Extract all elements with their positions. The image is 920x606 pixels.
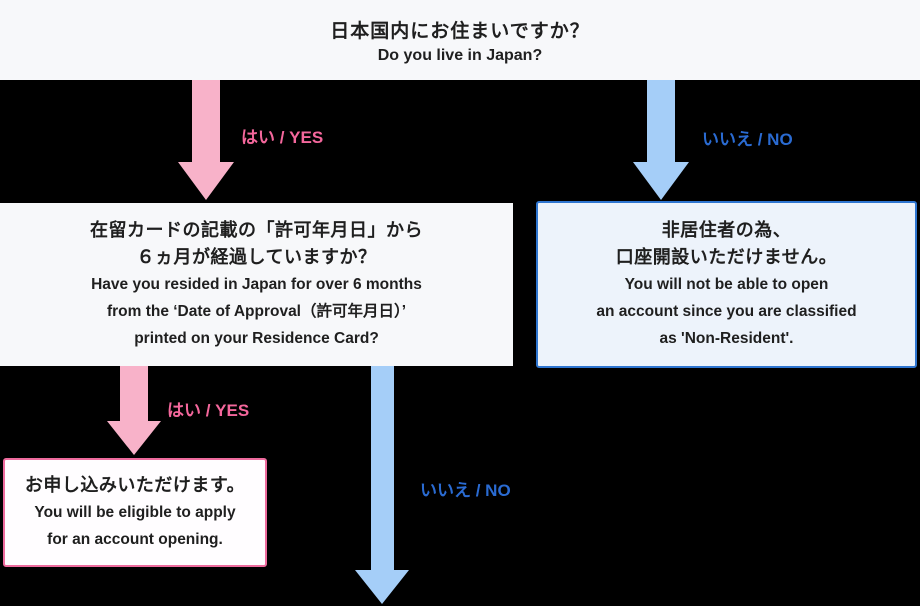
nonresident-en-line3: as 'Non-Resident'. — [659, 330, 794, 347]
residence-question-box: 在留カードの記載の「許可年月日」から ６ヵ月が経過していますか？ Have yo… — [0, 203, 513, 366]
nonresident-jp-line2: 口座開設いただけません。 — [615, 247, 838, 267]
nonresident-jp-line1: 非居住者の為、 — [661, 220, 792, 240]
no-arrow-bottom-icon — [355, 366, 409, 604]
question-en: Do you live in Japan? — [377, 46, 543, 64]
nonresident-en-line1: You will not be able to open — [624, 276, 829, 293]
no-label-top: いいえ / NO — [702, 130, 793, 149]
eligible-en-line1: You will be eligible to apply — [34, 504, 236, 521]
residence-en-line1: Have you resided in Japan for over 6 mon… — [91, 276, 422, 293]
eligible-result-box: お申し込みいただけます。 You will be eligible to app… — [3, 458, 267, 567]
arrow-shaft — [647, 80, 675, 162]
question-jp: 日本国内にお住まいですか？ — [330, 20, 590, 42]
eligible-en-line2: for an account opening. — [47, 531, 223, 548]
eligible-jp-line1: お申し込みいただけます。 — [24, 475, 246, 495]
arrow-head — [107, 421, 161, 455]
arrow-head — [355, 570, 409, 604]
yes-label-top: はい / YES — [241, 128, 324, 147]
arrow-shaft — [120, 366, 148, 421]
yes-label-bottom: はい / YES — [167, 401, 250, 420]
no-arrow-top-icon — [633, 80, 689, 200]
residence-jp-line2: ６ヵ月が経過していますか？ — [136, 247, 377, 267]
nonresident-result-box: 非居住者の為、 口座開設いただけません。 You will not be abl… — [536, 201, 917, 368]
residence-en-line2: from the ‘Date of Approval（許可年月日）’ — [106, 303, 407, 320]
yes-arrow-top-icon — [178, 80, 234, 200]
question-banner: 日本国内にお住まいですか？ Do you live in Japan? — [0, 0, 920, 80]
residence-jp-line1: 在留カードの記載の「許可年月日」から — [90, 220, 423, 240]
residence-en-line3: printed on your Residence Card? — [134, 330, 379, 347]
arrow-shaft — [192, 80, 220, 162]
arrow-shaft — [370, 366, 394, 570]
arrow-head — [178, 162, 234, 200]
yes-arrow-bottom-icon — [106, 366, 162, 455]
nonresident-en-line2: an account since you are classified — [596, 303, 857, 320]
arrow-head — [633, 162, 689, 200]
no-label-bottom: いいえ / NO — [420, 481, 511, 500]
